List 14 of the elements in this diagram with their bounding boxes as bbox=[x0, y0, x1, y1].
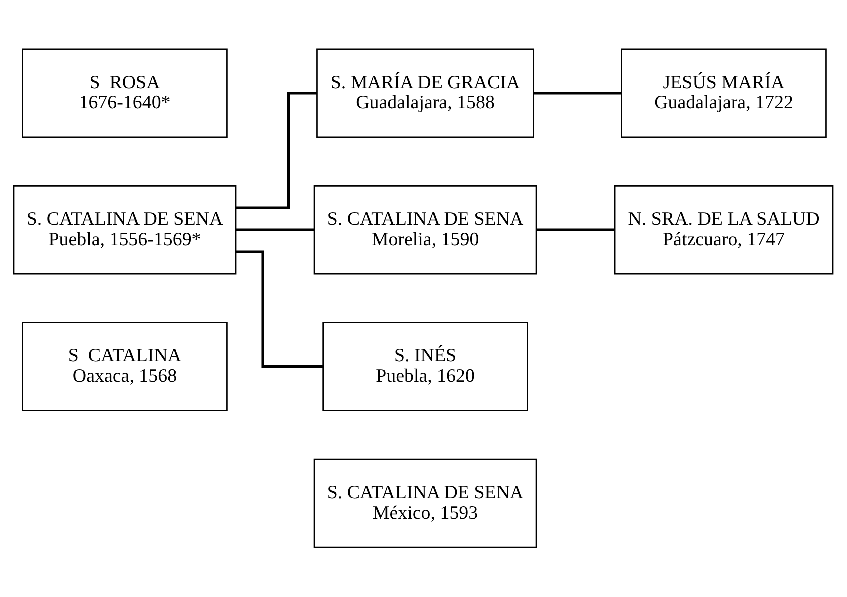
node-box: S CATALINA Oaxaca, 1568 bbox=[22, 322, 228, 412]
connector bbox=[236, 92, 318, 210]
node-box: S. CATALINA DE SENA México, 1593 bbox=[314, 458, 538, 548]
node-box: S. MARÍA DE GRACIA Guadalajara, 1588 bbox=[316, 48, 534, 138]
node-box: S. INÉS Puebla, 1620 bbox=[322, 322, 528, 412]
node-box: JESÚS MARÍA Guadalajara, 1722 bbox=[621, 48, 827, 138]
node-box: S ROSA 1676-1640* bbox=[22, 48, 228, 138]
node-box: N. SRA. DE LA SALUD Pátzcuaro, 1747 bbox=[614, 185, 834, 275]
connector bbox=[236, 250, 324, 368]
node-box: S. CATALINA DE SENA Morelia, 1590 bbox=[314, 185, 538, 275]
connector bbox=[236, 228, 314, 232]
connector bbox=[534, 92, 622, 95]
node-box: S. CATALINA DE SENA Puebla, 1556-1569* bbox=[13, 185, 237, 275]
connector bbox=[536, 228, 615, 232]
